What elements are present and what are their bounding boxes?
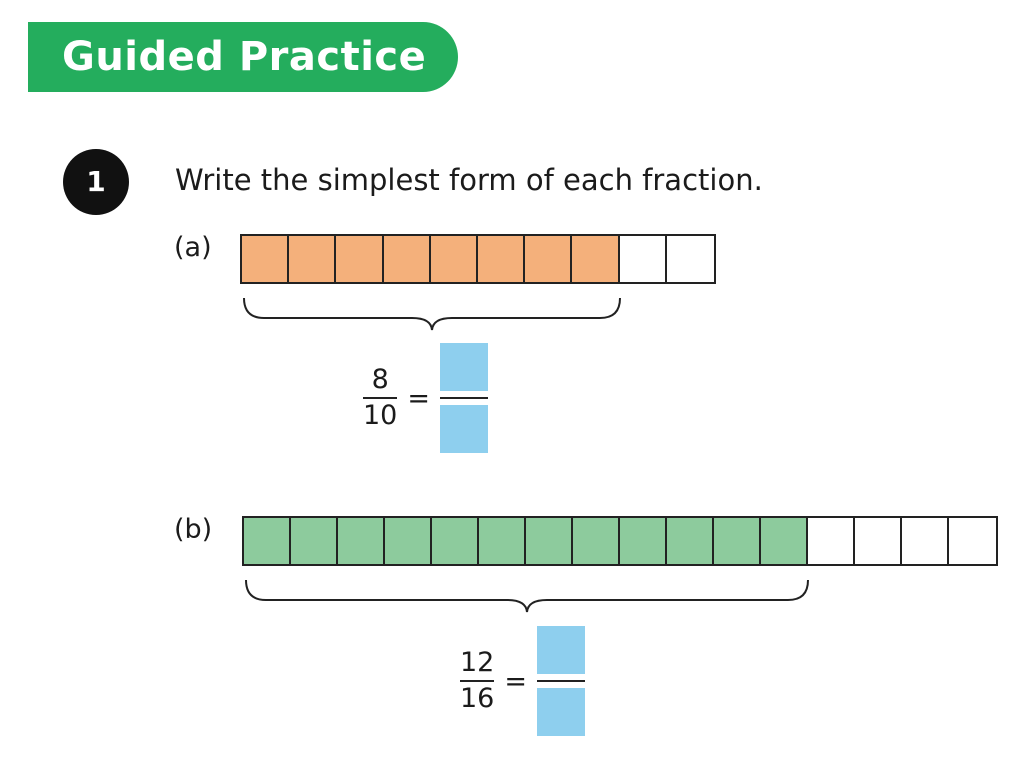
answer-denominator-box-b[interactable]	[536, 688, 585, 736]
given-fraction-a: 8 10	[363, 364, 398, 431]
brace-a	[243, 297, 621, 331]
bar-a-cell-shaded	[572, 236, 620, 282]
bar-a-cell-shaded	[383, 236, 431, 282]
bar-b-cell-shaded	[244, 518, 291, 564]
bar-b-cell-shaded	[291, 518, 338, 564]
bar-b-cell-shaded	[714, 518, 761, 564]
answer-fraction-a	[439, 343, 488, 453]
answer-fraction-b	[536, 626, 585, 736]
answer-fraction-line-a	[439, 397, 488, 399]
numerator-b: 12	[460, 647, 495, 678]
fraction-equation-b: 12 16 =	[460, 626, 585, 736]
bar-b-cell-unshaded	[902, 518, 949, 564]
part-a-label: (a)	[174, 232, 212, 263]
fraction-equation-a: 8 10 =	[363, 343, 488, 453]
bar-a-cell-shaded	[336, 236, 384, 282]
bar-b-cell-unshaded	[855, 518, 902, 564]
fraction-line-b	[460, 680, 495, 682]
bar-b-cell-unshaded	[808, 518, 855, 564]
bar-a-cell-shaded	[477, 236, 526, 282]
fraction-bar-a	[240, 234, 716, 284]
bar-b-cell-shaded	[385, 518, 432, 564]
bar-a-cell-shaded	[525, 236, 573, 282]
equals-sign-a: =	[407, 382, 430, 414]
part-b-label: (b)	[174, 514, 213, 545]
bar-b-cell-shaded	[573, 518, 620, 564]
question-instruction: Write the simplest form of each fraction…	[175, 163, 763, 197]
fraction-line-a	[363, 397, 398, 399]
brace-b	[245, 579, 809, 613]
bar-b-cell-shaded	[432, 518, 479, 564]
denominator-a: 10	[363, 400, 398, 431]
guided-practice-banner: Guided Practice	[28, 22, 458, 92]
bar-b-cell-shaded	[620, 518, 667, 564]
given-fraction-b: 12 16	[460, 647, 495, 714]
bar-a-cell-unshaded	[619, 236, 667, 282]
fraction-bar-b	[242, 516, 998, 566]
question-number-badge: 1	[63, 149, 129, 215]
bar-a-cell-unshaded	[666, 236, 714, 282]
answer-numerator-box-a[interactable]	[439, 343, 488, 391]
answer-fraction-line-b	[536, 680, 585, 682]
bar-b-cell-shaded	[338, 518, 385, 564]
equals-sign-b: =	[504, 665, 527, 697]
bar-a-cell-shaded	[289, 236, 337, 282]
bar-a-cell-shaded	[242, 236, 290, 282]
bar-b-cell-shaded	[479, 518, 526, 564]
bar-a-cell-shaded	[430, 236, 478, 282]
bar-b-cell-unshaded	[949, 518, 996, 564]
bar-b-cell-shaded	[761, 518, 808, 564]
answer-numerator-box-b[interactable]	[536, 626, 585, 674]
numerator-a: 8	[371, 364, 389, 395]
bar-b-cell-shaded	[667, 518, 714, 564]
answer-denominator-box-a[interactable]	[439, 405, 488, 453]
bar-b-cell-shaded	[526, 518, 573, 564]
denominator-b: 16	[460, 683, 495, 714]
